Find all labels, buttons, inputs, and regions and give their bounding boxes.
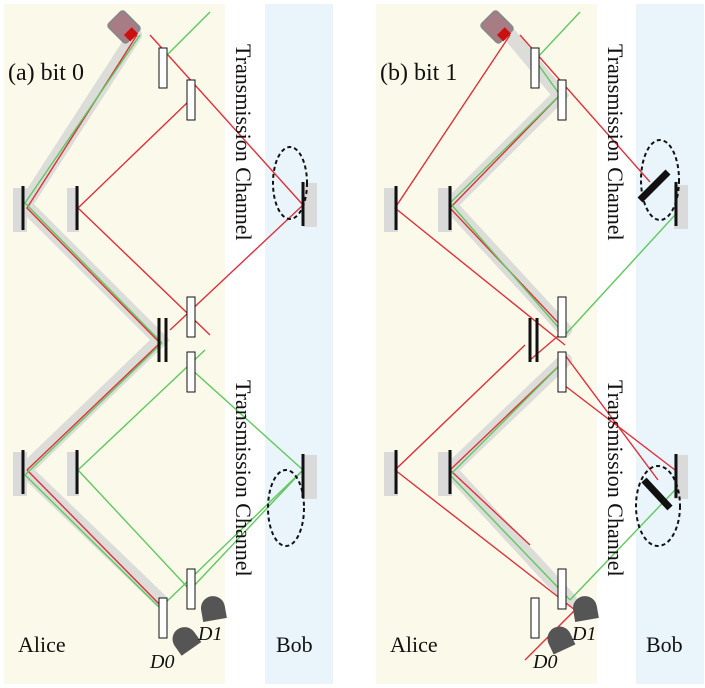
detector-d0-icon bbox=[547, 626, 576, 655]
beam-splitter bbox=[530, 597, 540, 639]
bob-mirror-bar bbox=[641, 477, 673, 511]
green-beam bbox=[24, 11, 304, 609]
beam-splitter bbox=[530, 47, 540, 89]
beam-splitter bbox=[557, 296, 567, 338]
beam-splitter bbox=[186, 351, 196, 393]
laser-icon bbox=[480, 10, 514, 44]
detector-d1-label: D1 bbox=[197, 623, 222, 645]
alice-label: Alice bbox=[390, 632, 438, 657]
alice-label: Alice bbox=[18, 632, 66, 657]
channel-ellipse bbox=[635, 465, 681, 547]
channel-ellipse bbox=[272, 146, 308, 220]
beam-splitter bbox=[557, 351, 567, 393]
panel-a: (a) bit 0 Alice Bob Transmission Channel… bbox=[4, 4, 333, 684]
bob-label: Bob bbox=[276, 632, 313, 657]
beam-splitters bbox=[530, 47, 567, 639]
bob-mirror-bars bbox=[637, 169, 673, 511]
panel-title: (a) bit 0 bbox=[8, 60, 84, 86]
transmission-channel-label: Transmission Channel bbox=[231, 380, 256, 577]
beam-splitter bbox=[186, 79, 196, 121]
beam-splitter bbox=[158, 597, 168, 639]
channel-ellipse bbox=[267, 469, 305, 547]
beam-splitter bbox=[186, 296, 196, 338]
bob-mirror-bar bbox=[637, 169, 671, 203]
transmission-channel-label: Transmission Channel bbox=[603, 44, 628, 241]
beam-splitter bbox=[557, 79, 567, 121]
beam-splitters bbox=[158, 47, 196, 639]
transmission-channel-label: Transmission Channel bbox=[231, 44, 256, 241]
beam-splitter bbox=[186, 568, 196, 610]
detector-d1-label: D1 bbox=[571, 623, 596, 645]
detector-d1-icon bbox=[572, 596, 599, 622]
detector-d0-label: D0 bbox=[532, 651, 557, 673]
transmission-channel-label: Transmission Channel bbox=[603, 380, 628, 577]
laser-icon bbox=[107, 10, 141, 44]
bob-label: Bob bbox=[646, 632, 683, 657]
detector-d1-icon bbox=[200, 596, 227, 622]
bob-region bbox=[636, 4, 704, 684]
beam-splitter bbox=[158, 47, 168, 89]
panel-b: (b) bit 1 Alice Bob Transmission Channel… bbox=[376, 4, 704, 684]
bob-region bbox=[265, 4, 333, 684]
beam-splitter bbox=[557, 568, 567, 610]
red-beam bbox=[26, 34, 304, 611]
detector-d0-label: D0 bbox=[149, 651, 174, 673]
detector-d0-icon bbox=[172, 627, 202, 656]
panel-title: (b) bit 1 bbox=[380, 60, 457, 86]
channel-ellipse bbox=[640, 139, 680, 221]
